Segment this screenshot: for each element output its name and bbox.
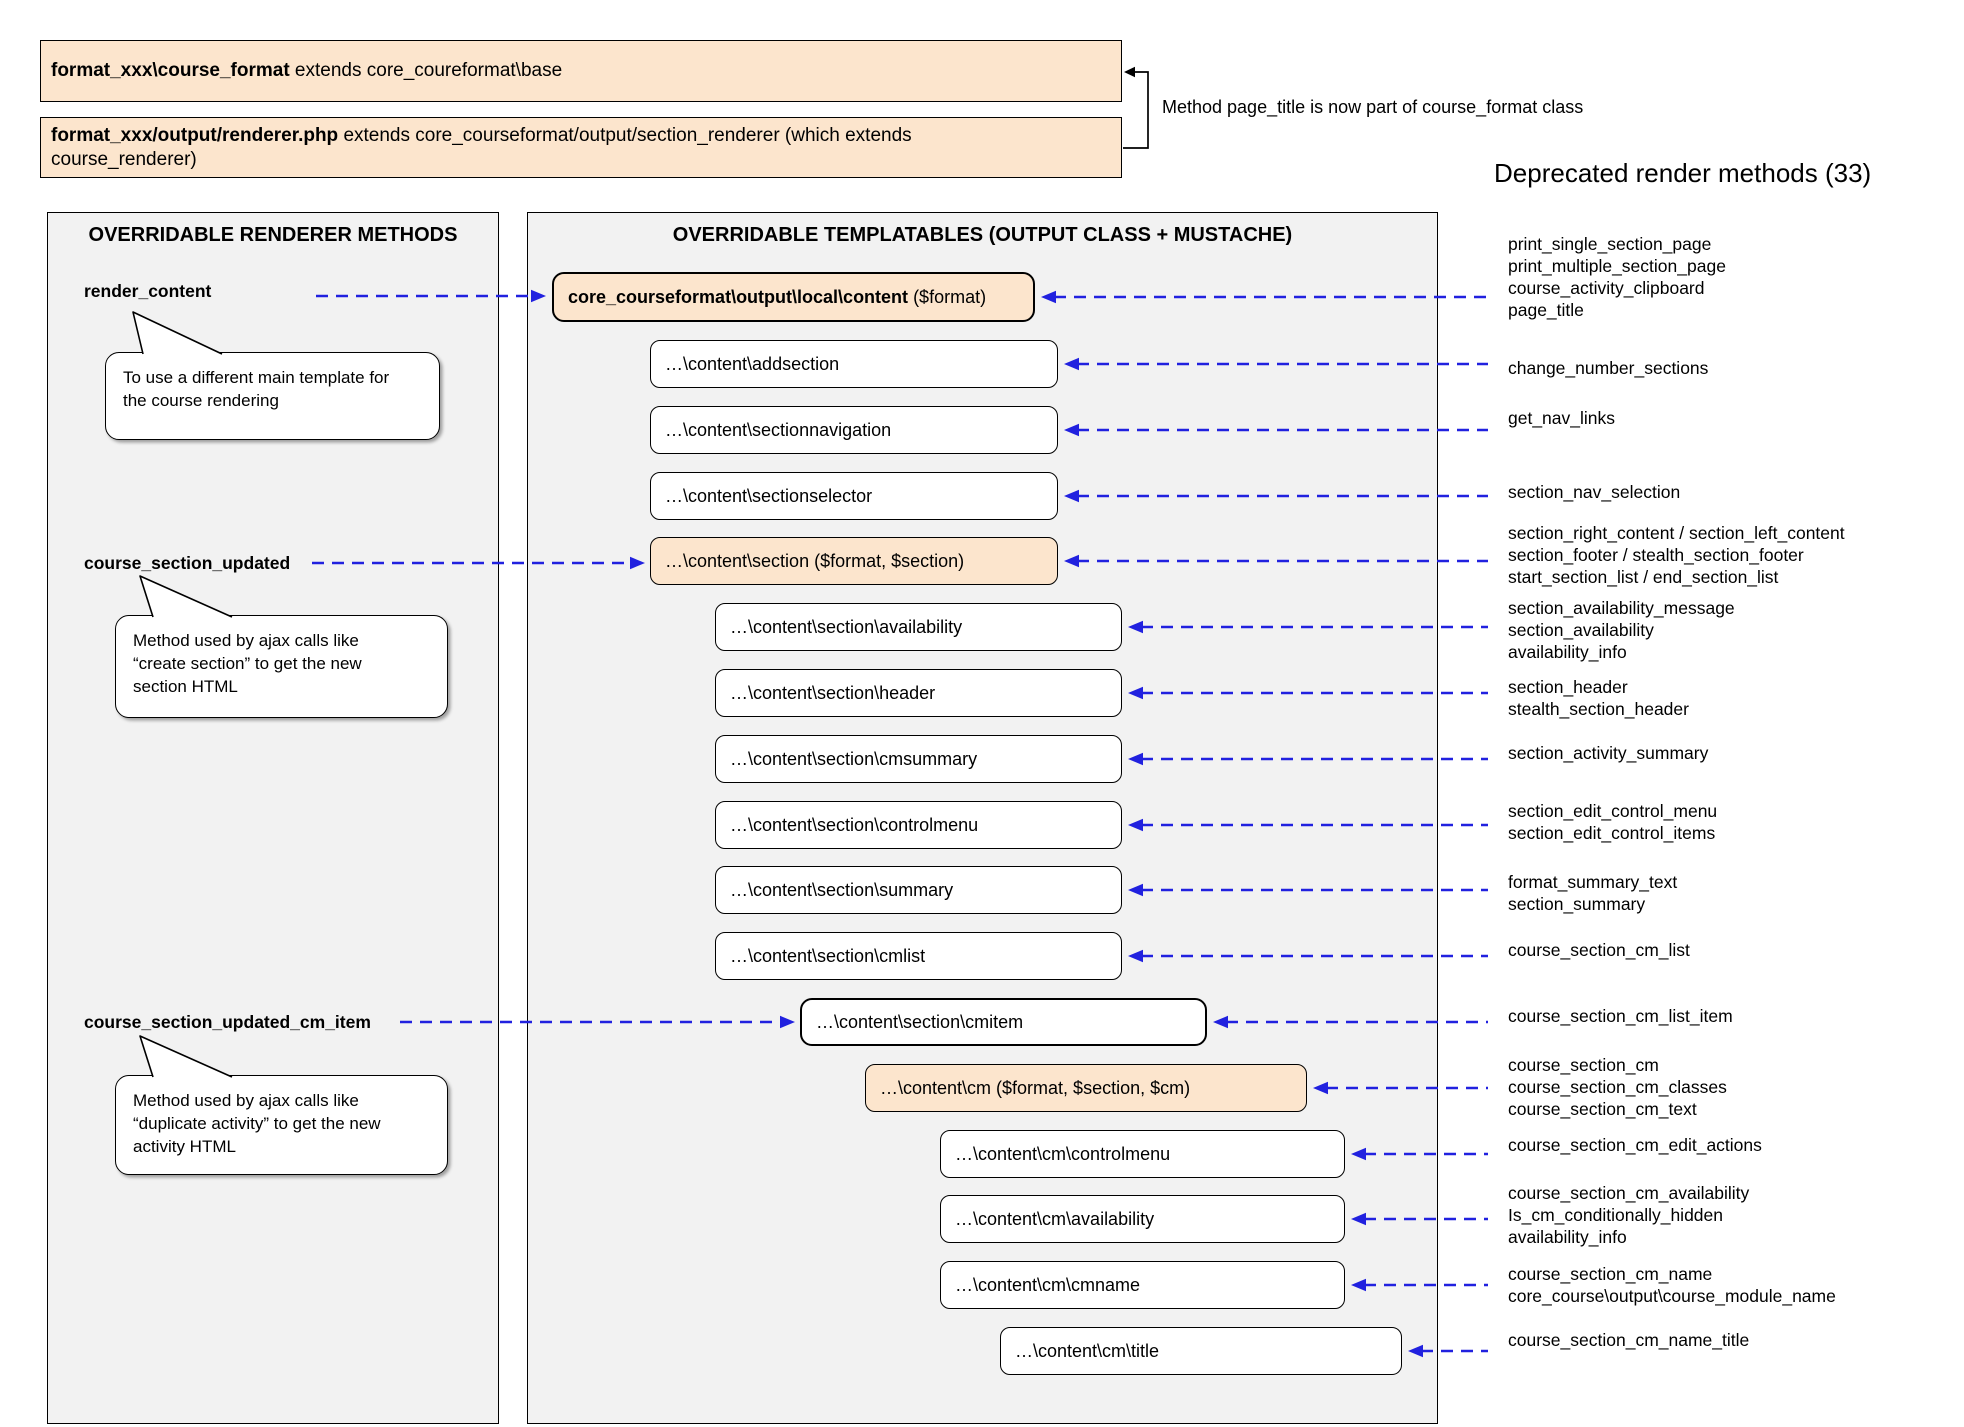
deprecated-method-group-1: change_number_sections xyxy=(1508,358,1709,378)
deprecated-method-group-5: section_availability_message section_ava… xyxy=(1508,598,1735,662)
templatable-name-part: …\content\section\header xyxy=(730,682,936,703)
templatable-box-16: …\content\cm\title xyxy=(1000,1327,1402,1375)
method-note-bubble-0: To use a different main template for the… xyxy=(105,352,440,440)
templatable-box-3: …\content\sectionselector xyxy=(650,472,1058,520)
templatable-box-text: …\content\cm\title xyxy=(1015,1341,1159,1362)
templatable-box-text: …\content\cm\controlmenu xyxy=(955,1144,1170,1165)
templatable-box-text: …\content\section\cmitem xyxy=(816,1012,1023,1033)
deprecated-method-group-3: section_nav_selection xyxy=(1508,482,1681,502)
templatable-box-10: …\content\section\cmlist xyxy=(715,932,1122,980)
bracket-note: Method page_title is now part of course_… xyxy=(1162,97,1584,117)
templatable-name-part: …\content\cm\cmname xyxy=(955,1274,1141,1295)
templatable-name-part: …\content\section ($format, $section) xyxy=(665,550,965,571)
templatable-name-part: …\content\section\availability xyxy=(730,616,963,637)
templatable-name-part: …\content\cm\title xyxy=(1015,1340,1160,1361)
method-label-1: course_section_updated xyxy=(84,553,291,573)
renderer-methods-title: OVERRIDABLE RENDERER METHODS xyxy=(88,224,458,246)
class-box-course-format-text: format_xxx\course_format extends core_co… xyxy=(51,59,562,83)
deprecated-method-group-6: section_header stealth_section_header xyxy=(1508,677,1689,719)
templatable-name-part: ($format) xyxy=(908,286,987,307)
templatable-name-part: …\content\cm\controlmenu xyxy=(955,1143,1171,1164)
deprecated-method-group-8: section_edit_control_menu section_edit_c… xyxy=(1508,801,1718,843)
templatable-box-6: …\content\section\header xyxy=(715,669,1122,717)
templatable-name-part: …\content\section\summary xyxy=(730,879,954,900)
deprecated-method-group-9: format_summary_text section_summary xyxy=(1508,872,1678,914)
templatable-name-part: …\content\section\controlmenu xyxy=(730,814,979,835)
class-box-renderer: format_xxx/output/renderer.php extends c… xyxy=(40,117,1122,178)
class-box-renderer-text: format_xxx/output/renderer.php extends c… xyxy=(51,124,912,172)
templatable-box-4: …\content\section ($format, $section) xyxy=(650,537,1058,585)
deprecated-method-group-7: section_activity_summary xyxy=(1508,743,1709,763)
deprecated-method-group-4: section_right_content / section_left_con… xyxy=(1508,523,1845,587)
deprecated-method-group-0: print_single_section_page print_multiple… xyxy=(1508,234,1726,320)
method-label-2: course_section_updated_cm_item xyxy=(84,1012,371,1032)
templatable-box-text: …\content\section\controlmenu xyxy=(730,815,978,836)
templatable-name-part: …\content\sectionselector xyxy=(665,485,873,506)
templatable-box-text: …\content\cm ($format, $section, $cm) xyxy=(880,1078,1190,1099)
deprecated-method-group-12: course_section_cm course_section_cm_clas… xyxy=(1508,1055,1727,1119)
templatable-box-text: …\content\section\availability xyxy=(730,617,962,638)
renderer-name-bold: format_xxx/output/renderer.php xyxy=(51,124,339,146)
templatable-name-part: …\content\sectionnavigation xyxy=(665,419,892,440)
templatable-box-text: …\content\cm\cmname xyxy=(955,1275,1140,1296)
templatable-box-text: …\content\section\summary xyxy=(730,880,953,901)
templatable-box-text: …\content\section ($format, $section) xyxy=(665,551,964,572)
templatable-box-text: core_courseformat\output\local\content (… xyxy=(568,287,986,308)
templatable-box-1: …\content\addsection xyxy=(650,340,1058,388)
templatable-name-part: …\content\section\cmsummary xyxy=(730,748,978,769)
deprecated-method-group-10: course_section_cm_list xyxy=(1508,940,1690,960)
deprecated-method-group-14: course_section_cm_availability Is_cm_con… xyxy=(1508,1183,1750,1247)
deprecated-title: Deprecated render methods (33) xyxy=(1494,158,1872,188)
templatable-box-text: …\content\sectionselector xyxy=(665,486,872,507)
templatable-box-9: …\content\section\summary xyxy=(715,866,1122,914)
templatable-box-text: …\content\addsection xyxy=(665,354,839,375)
templatable-box-0: core_courseformat\output\local\content (… xyxy=(552,272,1035,322)
class-box-course-format: format_xxx\course_format extends core_co… xyxy=(40,40,1122,102)
deprecated-method-group-2: get_nav_links xyxy=(1508,408,1616,428)
templatable-box-11: …\content\section\cmitem xyxy=(800,998,1207,1046)
renderer-extends-text: extends core_courseformat/output/section… xyxy=(51,124,912,170)
templatable-bold-part: core_courseformat\output\local\content xyxy=(568,286,909,307)
class-name-bold: format_xxx\course_format xyxy=(51,60,290,81)
templatable-box-8: …\content\section\controlmenu xyxy=(715,801,1122,849)
method-note-bubble-1: Method used by ajax calls like “create s… xyxy=(115,615,448,718)
templatable-name-part: …\content\section\cmlist xyxy=(730,945,926,966)
bracket-connector xyxy=(1123,66,1149,149)
templatable-name-part: …\content\cm ($format, $section, $cm) xyxy=(880,1077,1191,1098)
templatable-box-text: …\content\cm\availability xyxy=(955,1209,1154,1230)
templatable-box-15: …\content\cm\cmname xyxy=(940,1261,1345,1309)
deprecated-method-group-13: course_section_cm_edit_actions xyxy=(1508,1135,1762,1155)
templatable-name-part: …\content\addsection xyxy=(665,353,840,374)
deprecated-method-group-16: course_section_cm_name_title xyxy=(1508,1330,1750,1350)
method-label-0: render_content xyxy=(84,281,212,301)
templatable-box-7: …\content\section\cmsummary xyxy=(715,735,1122,783)
templatable-box-text: …\content\sectionnavigation xyxy=(665,420,891,441)
deprecated-method-group-11: course_section_cm_list_item xyxy=(1508,1006,1733,1026)
templatable-box-2: …\content\sectionnavigation xyxy=(650,406,1058,454)
templatable-name-part: …\content\cm\availability xyxy=(955,1208,1155,1229)
templatables-title: OVERRIDABLE TEMPLATABLES (OUTPUT CLASS +… xyxy=(672,224,1293,246)
templatable-box-12: …\content\cm ($format, $section, $cm) xyxy=(865,1064,1307,1112)
deprecated-method-group-15: course_section_cm_name core_course\outpu… xyxy=(1508,1264,1836,1306)
templatable-box-text: …\content\section\cmlist xyxy=(730,946,925,967)
templatable-box-text: …\content\section\header xyxy=(730,683,935,704)
templatable-box-14: …\content\cm\availability xyxy=(940,1195,1345,1243)
templatable-name-part: …\content\section\cmitem xyxy=(816,1011,1024,1032)
templatable-box-text: …\content\section\cmsummary xyxy=(730,749,977,770)
templatable-box-5: …\content\section\availability xyxy=(715,603,1122,651)
method-note-bubble-2: Method used by ajax calls like “duplicat… xyxy=(115,1075,448,1175)
class-extends-text: extends core_coureformat\base xyxy=(289,60,563,81)
templatable-box-13: …\content\cm\controlmenu xyxy=(940,1130,1345,1178)
